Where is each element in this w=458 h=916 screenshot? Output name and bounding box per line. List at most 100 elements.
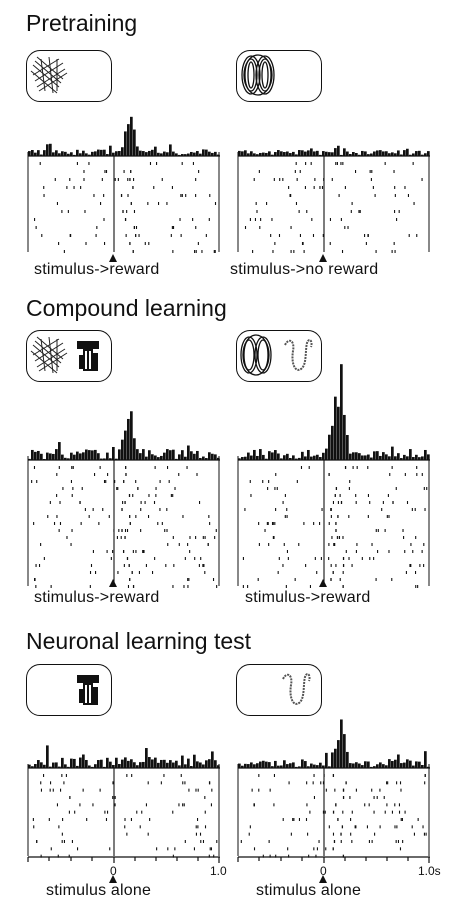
histogram-bar — [367, 761, 370, 768]
histogram-bar — [157, 762, 160, 768]
histogram-bar — [175, 760, 178, 768]
histogram-bar — [40, 453, 43, 460]
histogram-bar — [154, 757, 157, 768]
histogram-bar — [112, 446, 115, 460]
histogram-bar — [421, 154, 424, 156]
histogram-bar — [376, 764, 379, 768]
histogram-bar — [379, 455, 382, 460]
histogram-bar — [286, 151, 289, 156]
histogram-bar — [379, 762, 382, 768]
histogram-bar — [76, 765, 79, 768]
histogram-bar — [64, 764, 67, 768]
histogram-bar — [154, 455, 157, 460]
histogram-bar — [361, 765, 364, 768]
histogram-bar — [412, 765, 415, 768]
histogram-bar — [418, 457, 421, 460]
histogram-bar — [133, 129, 136, 156]
histogram-bar — [85, 449, 88, 460]
histogram-bar — [397, 150, 400, 156]
histogram-bar — [145, 748, 148, 768]
histogram-bar — [46, 144, 49, 156]
histogram-bar — [289, 457, 292, 460]
histogram-bar — [412, 153, 415, 156]
histogram-bar — [379, 150, 382, 156]
histogram-bar — [244, 763, 247, 768]
histogram-bar — [421, 456, 424, 460]
stimulus-box — [26, 50, 112, 102]
histogram-bar — [310, 148, 313, 156]
histogram-bar — [391, 446, 394, 460]
histogram-bar — [322, 452, 325, 460]
histogram-bar — [184, 764, 187, 768]
histogram-bar — [244, 150, 247, 156]
histogram-bar — [31, 449, 34, 460]
histogram-bar — [196, 151, 199, 156]
histogram-bar — [280, 765, 283, 768]
histogram-bar — [274, 760, 277, 768]
histogram-bar — [385, 151, 388, 156]
histogram-bar — [157, 152, 160, 156]
histogram-bar — [124, 757, 127, 768]
histogram-bar — [352, 763, 355, 768]
histogram-bar — [280, 458, 283, 460]
histogram-bar — [346, 751, 349, 768]
histogram-bar — [385, 765, 388, 768]
histogram-bar — [97, 760, 100, 768]
histogram-bar — [334, 748, 337, 768]
histogram-bar — [184, 154, 187, 156]
histogram-bar — [346, 435, 349, 460]
histogram-bar — [112, 764, 115, 768]
histogram-bar — [241, 765, 244, 768]
histogram-bar — [286, 764, 289, 768]
stimulus-box — [26, 664, 112, 716]
histogram-bar — [361, 150, 364, 156]
histogram-bar — [199, 457, 202, 460]
stimulus-box — [236, 330, 322, 382]
x-tick-label: 0 — [320, 864, 327, 878]
histogram-bar — [283, 760, 286, 768]
histogram-bar — [322, 151, 325, 156]
histogram-bar — [376, 451, 379, 460]
histogram-bar — [277, 150, 280, 156]
histogram-bar — [283, 455, 286, 460]
histogram-bar — [109, 458, 112, 460]
histogram-bar — [181, 154, 184, 156]
histogram-bar — [142, 761, 145, 768]
histogram-bar — [358, 763, 361, 768]
histogram-bar — [55, 449, 58, 460]
histogram-bar — [349, 453, 352, 460]
histogram-bar — [259, 761, 262, 768]
histogram-bar — [415, 454, 418, 460]
histogram-bar — [364, 455, 367, 460]
stimulus-marker-triangle — [109, 875, 117, 883]
histogram-bar — [67, 458, 70, 460]
histogram-bar — [130, 116, 133, 156]
histogram-bar — [331, 152, 334, 156]
histogram-bar — [37, 450, 40, 460]
histogram-bar — [202, 149, 205, 156]
histogram-bar — [271, 154, 274, 156]
histogram-bar — [400, 763, 403, 768]
histogram-bar — [178, 454, 181, 460]
histogram-bar — [121, 439, 124, 460]
histogram-bar — [406, 456, 409, 460]
histogram-raster-panel — [27, 116, 220, 253]
histogram-bar — [205, 760, 208, 768]
histogram-bar — [172, 151, 175, 156]
histogram-bar — [373, 451, 376, 460]
histogram-bar — [124, 430, 127, 460]
histogram-bar — [247, 153, 250, 156]
histogram-bar — [109, 761, 112, 768]
histogram-bar — [94, 764, 97, 768]
histogram-bar — [244, 456, 247, 460]
histogram-bar — [298, 766, 301, 768]
histogram-bar — [127, 418, 130, 460]
histogram-bar — [205, 149, 208, 156]
histogram-bar — [277, 453, 280, 460]
histogram-bar — [316, 765, 319, 768]
histogram-bar — [214, 454, 217, 460]
histogram-bar — [250, 455, 253, 460]
stimulus-box — [26, 330, 112, 382]
histogram-bar — [130, 411, 133, 460]
panel-caption: stimulus->reward — [245, 589, 371, 606]
